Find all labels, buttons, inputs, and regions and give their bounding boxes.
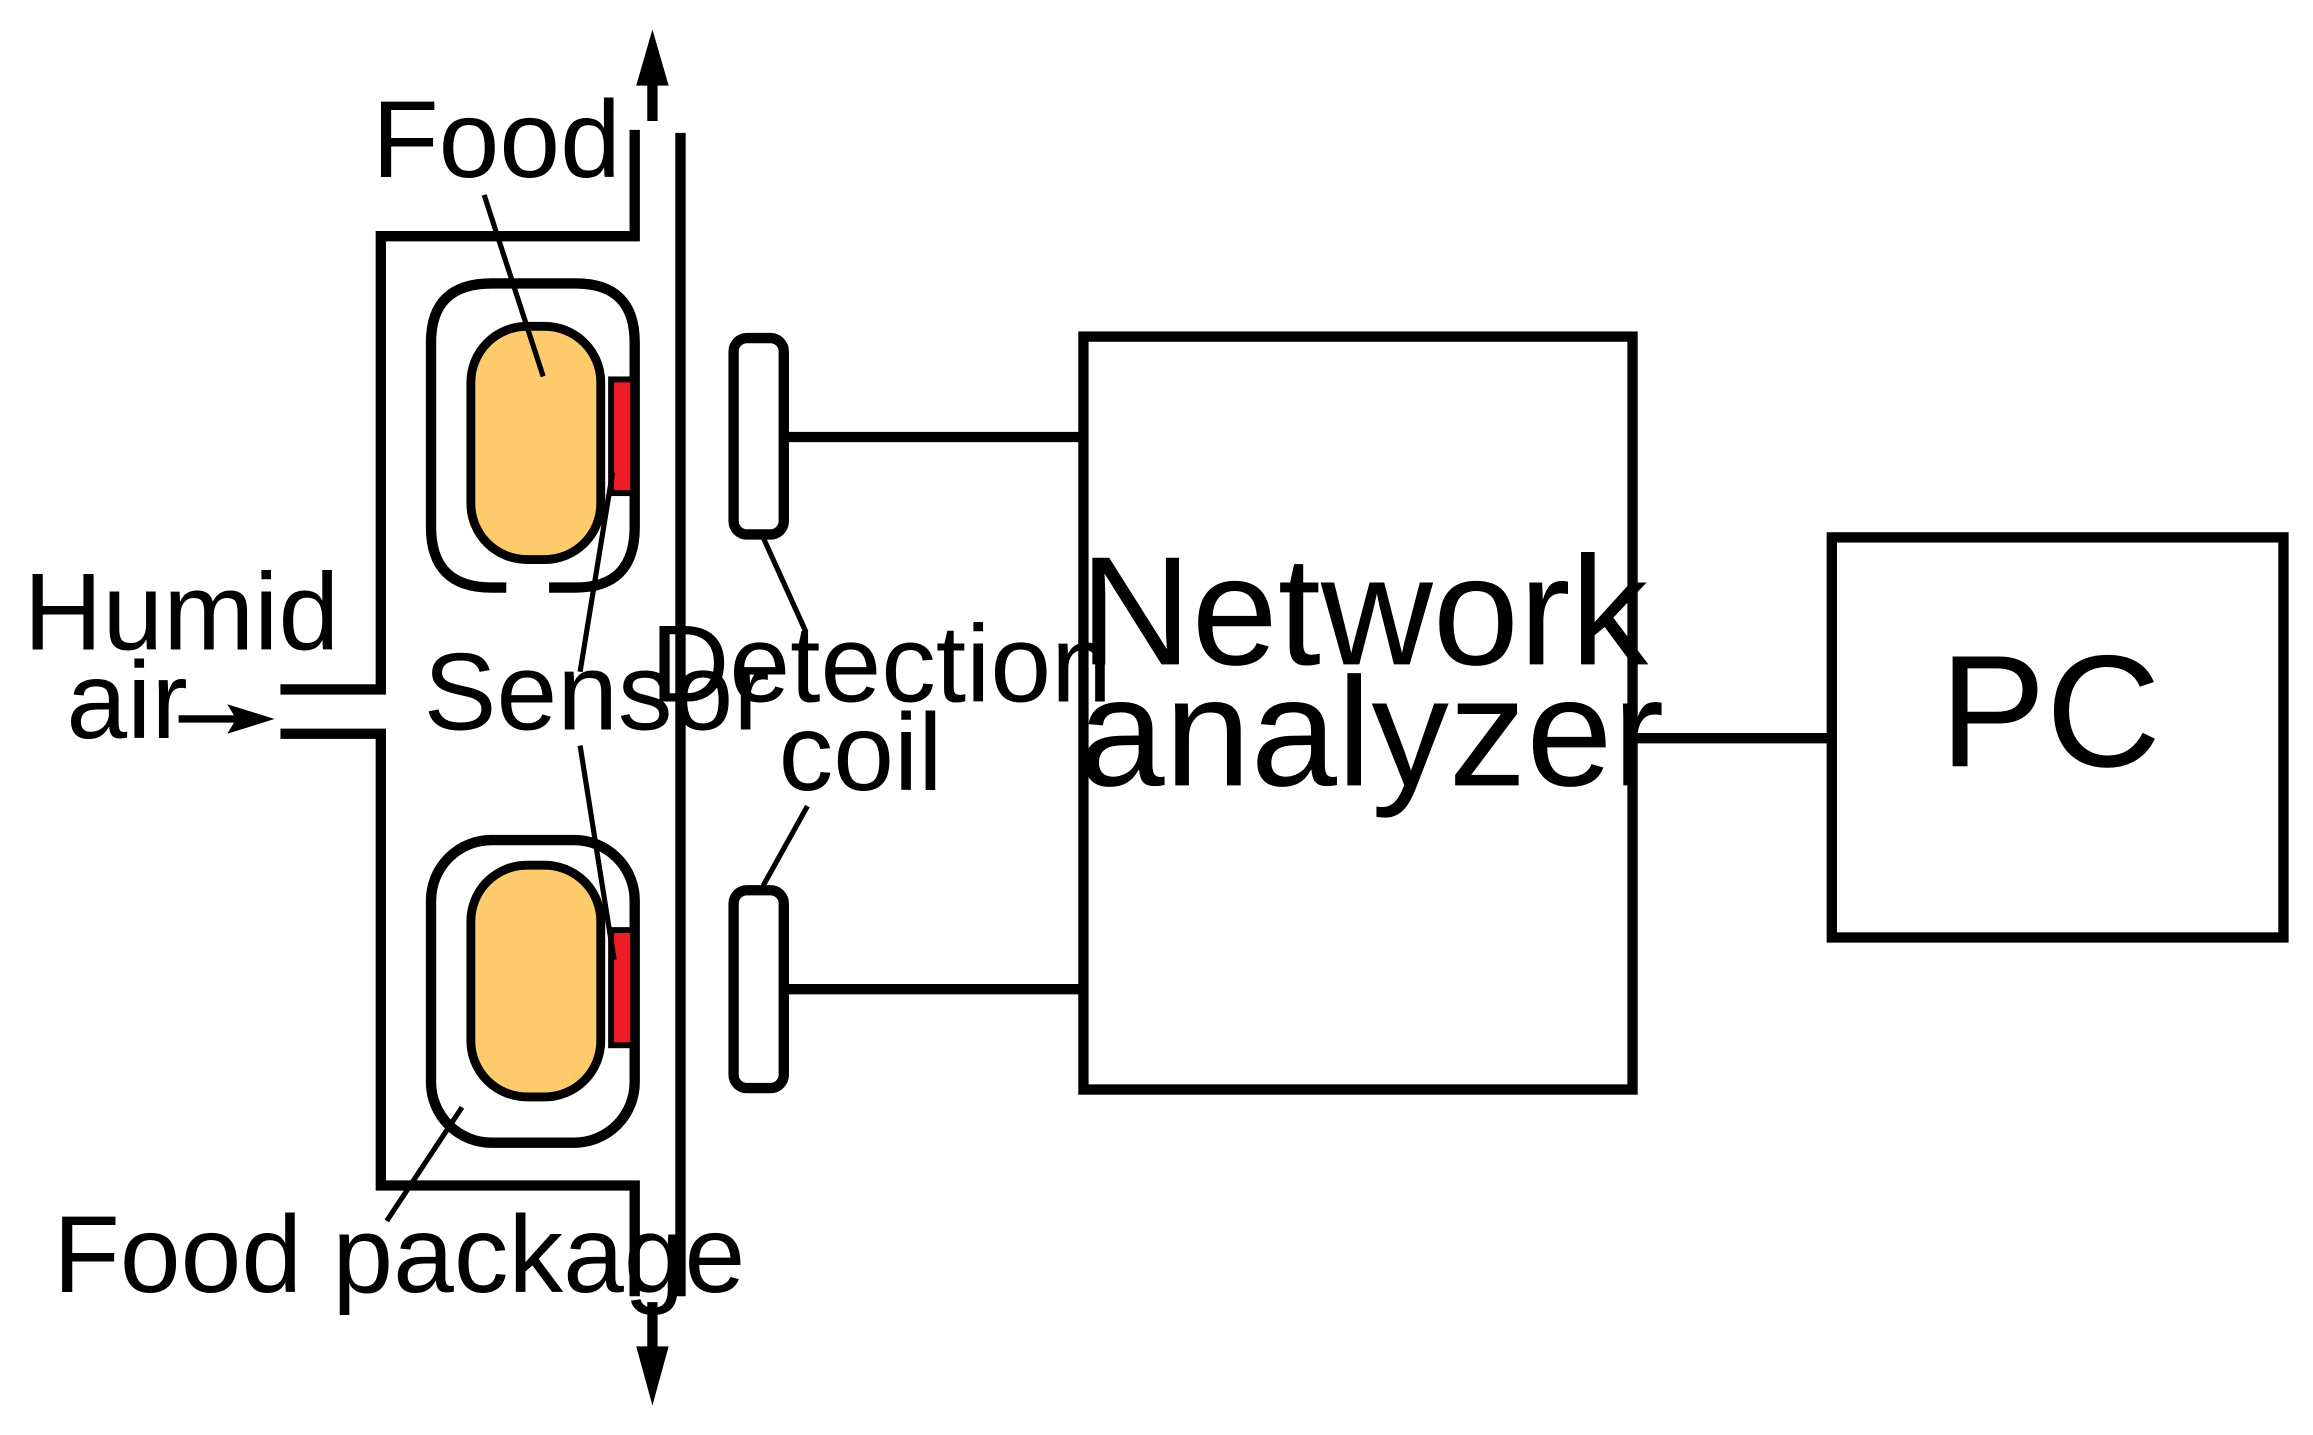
sensor-leader-line-upper <box>577 472 616 673</box>
sensor-lower <box>608 927 637 1049</box>
food-leader-line <box>481 194 546 378</box>
detection-coil-lower <box>728 885 789 1094</box>
coil-leader-line-lower <box>760 804 810 888</box>
sensor-label: Sensor <box>424 631 770 753</box>
food-package-upper <box>425 278 640 593</box>
detection-coil-label-line1: Detection <box>651 603 1112 725</box>
food-item-upper <box>466 321 606 564</box>
food-label: Food <box>372 79 621 201</box>
food-package-leader-line <box>384 1105 465 1223</box>
network-analyzer-label-line2: analyzer <box>1078 645 1664 818</box>
food-item-lower <box>466 860 606 1102</box>
humid-air-label-line1: Humid <box>24 552 340 674</box>
detection-coil-upper <box>728 332 789 540</box>
network-analyzer-box <box>1078 331 1638 1095</box>
coil-leader-line-upper <box>760 536 809 633</box>
arrow-up-icon <box>636 29 669 122</box>
sensor-leader-line-lower <box>577 745 617 961</box>
network-analyzer-label-line1: Network <box>1080 524 1649 697</box>
sensor-upper <box>608 376 637 497</box>
arrow-right-icon <box>178 704 275 734</box>
pc-box <box>1826 532 2289 943</box>
humid-air-label-line2: air <box>66 640 187 762</box>
arrow-down-icon <box>636 1302 669 1406</box>
detection-coil-label-line2: coil <box>779 692 943 814</box>
chamber-wall <box>280 129 640 1297</box>
pc-label: PC <box>1940 622 2161 800</box>
food-package-label: Food package <box>53 1194 745 1316</box>
